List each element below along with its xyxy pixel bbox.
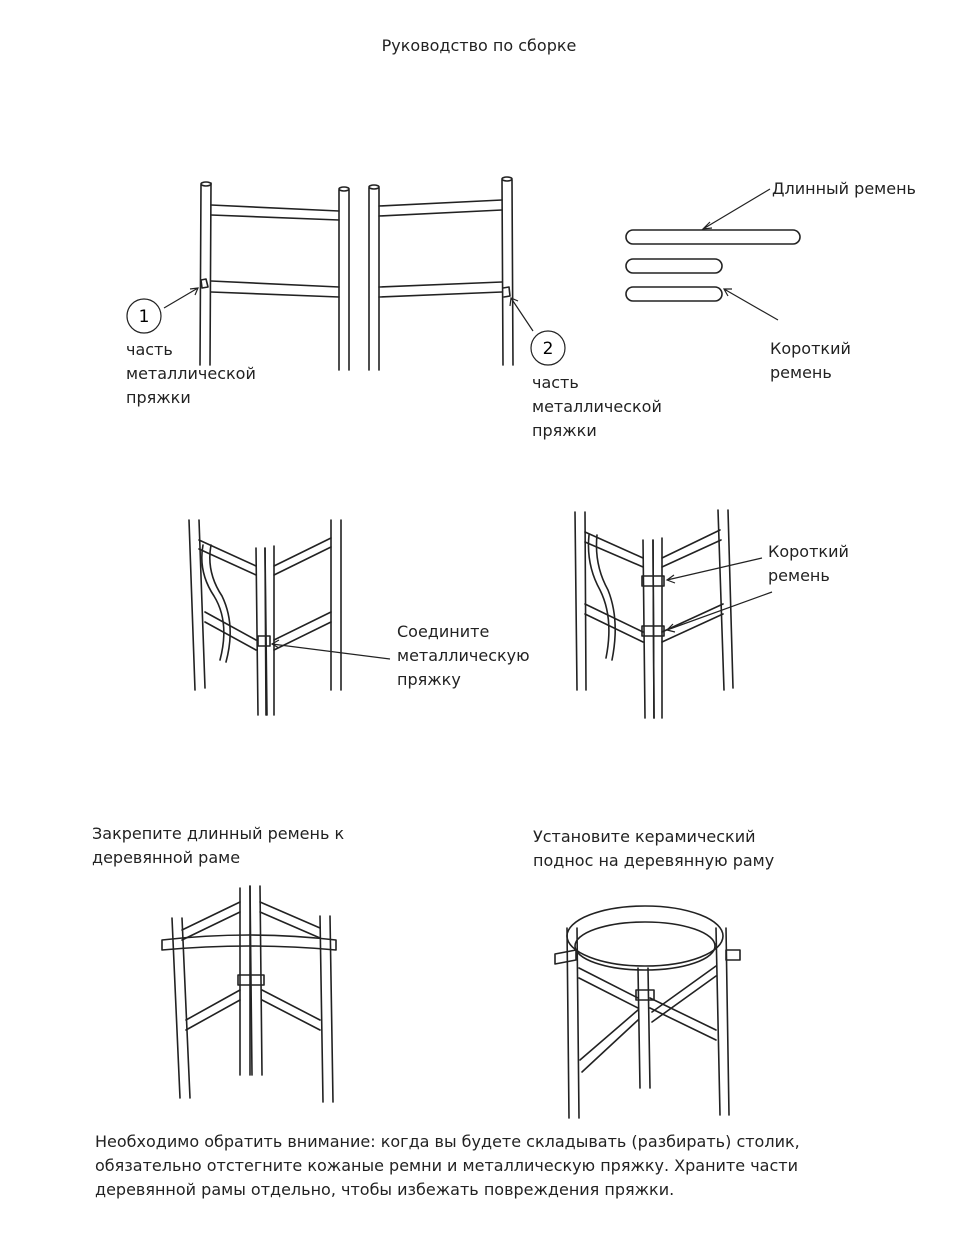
leader-arrows-step1 xyxy=(163,188,779,332)
long-strap-label: Длинный ремень xyxy=(772,179,916,198)
leader-short-strap-right xyxy=(665,557,773,633)
marker-number-2: 2 xyxy=(543,339,554,359)
marker-number-1: 1 xyxy=(139,307,150,327)
frame-with-tray xyxy=(554,905,741,1119)
leader-connect xyxy=(270,639,391,660)
buckle-part-label-2: часть металлической пряжки xyxy=(532,373,662,440)
attach-long-strap-label: Закрепите длинный ремень к деревянной ра… xyxy=(92,824,345,867)
marker-circle-1 xyxy=(126,298,162,334)
install-tray-label: Установите керамический поднос на деревя… xyxy=(533,827,775,870)
buckle-part-label-1: часть металлической пряжки xyxy=(126,340,256,407)
attention-note: Необходимо обратить внимание: когда вы б… xyxy=(95,1132,800,1199)
short-strap-label-step2: Короткий ремень xyxy=(768,542,849,585)
page-title: Руководство по сборке xyxy=(381,36,577,55)
connect-buckle-label: Соедините металлическую пряжку xyxy=(397,622,530,689)
frame-joined-left xyxy=(188,519,342,716)
marker-circle-2 xyxy=(530,330,566,366)
frame-with-long-strap xyxy=(161,885,337,1103)
frame-joined-right xyxy=(574,509,734,719)
frame-panel-1 xyxy=(199,181,350,371)
frame-panel-2 xyxy=(368,176,514,371)
straps xyxy=(625,229,801,302)
short-strap-label: Короткий ремень xyxy=(770,339,851,382)
